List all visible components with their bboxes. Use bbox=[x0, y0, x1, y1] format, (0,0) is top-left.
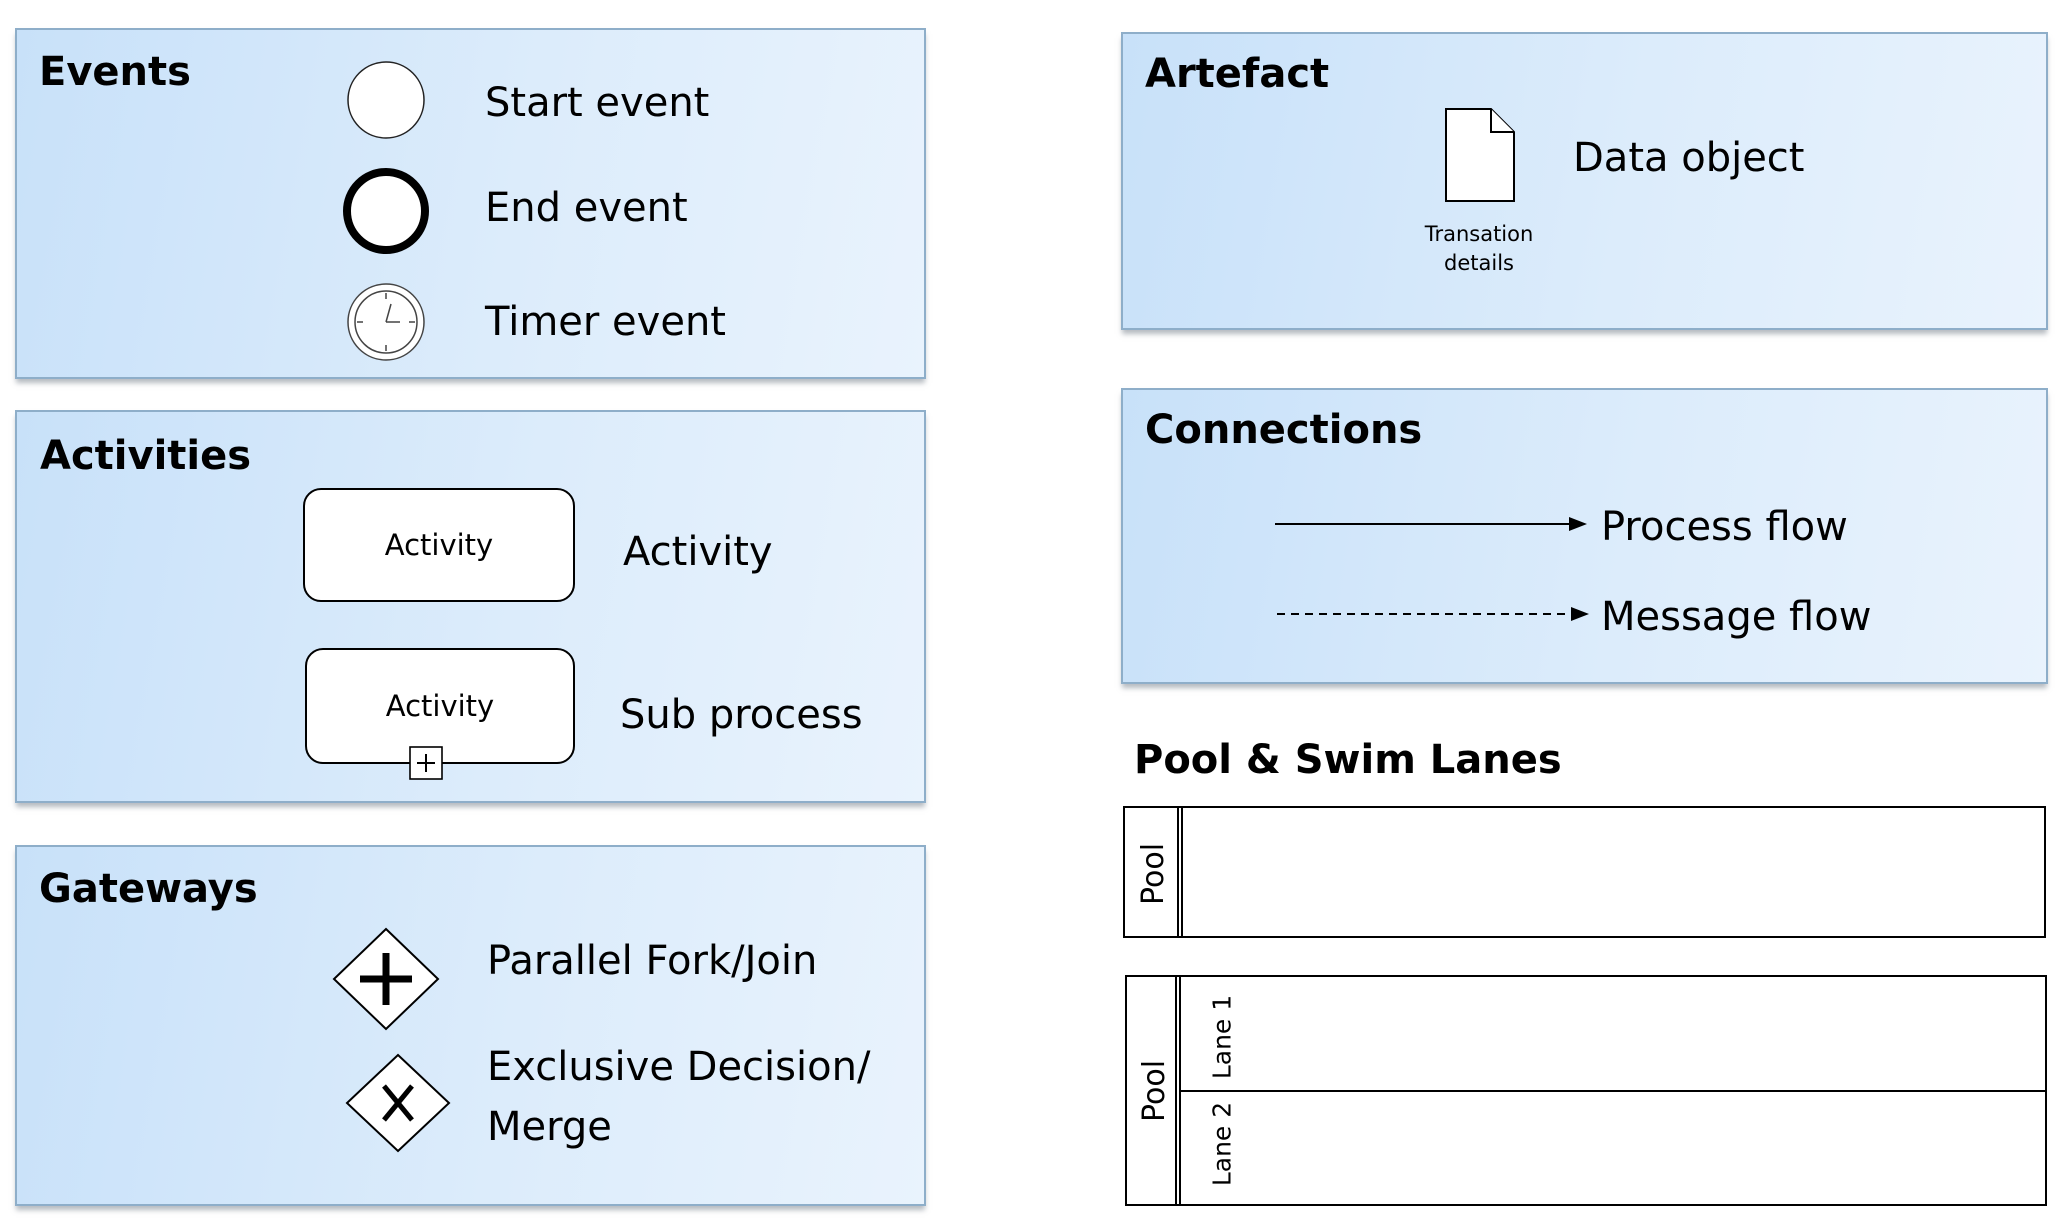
activity-shape-text: Activity bbox=[384, 528, 494, 562]
exclusive-gateway-icon bbox=[345, 1053, 451, 1153]
process-flow-label: Process flow bbox=[1601, 504, 1848, 550]
artefact-title: Artefact bbox=[1145, 51, 1330, 97]
activities-title: Activities bbox=[40, 433, 252, 479]
activity-shape: Activity bbox=[303, 488, 575, 602]
subprocess-shape: Activity bbox=[305, 648, 575, 764]
subprocess-shape-text: Activity bbox=[385, 689, 495, 723]
process-flow-arrow-icon bbox=[1275, 517, 1587, 531]
pool-single-label: Pool bbox=[1136, 842, 1171, 906]
timer-event-label: Timer event bbox=[485, 299, 726, 345]
events-panel: Events Start event End event Timer event bbox=[15, 28, 926, 379]
data-object-label: Data object bbox=[1573, 135, 1805, 181]
lane-1-label: Lane 1 bbox=[1207, 994, 1237, 1080]
start-event-circle-icon bbox=[347, 61, 425, 139]
start-event-label: Start event bbox=[485, 80, 710, 126]
connections-panel: Connections Process flow Message flow bbox=[1121, 388, 2048, 684]
pool-lanes-header-divider bbox=[1175, 977, 1181, 1204]
gateways-title: Gateways bbox=[39, 866, 258, 912]
message-flow-arrow-icon bbox=[1277, 607, 1589, 621]
end-event-thick-circle-icon bbox=[343, 168, 429, 254]
data-object-caption-line1: Transation bbox=[1424, 222, 1534, 246]
pool-with-lanes: Pool Lane 1 Lane 2 bbox=[1125, 975, 2047, 1206]
timer-event-clock-icon bbox=[347, 283, 425, 361]
pool-single-header-divider bbox=[1177, 808, 1183, 936]
message-flow-label: Message flow bbox=[1601, 594, 1872, 640]
data-object-icon bbox=[1445, 108, 1515, 202]
end-event-label: End event bbox=[485, 185, 688, 231]
events-title: Events bbox=[39, 49, 191, 95]
lane-2-label: Lane 2 bbox=[1207, 1101, 1237, 1187]
parallel-gateway-label: Parallel Fork/Join bbox=[487, 938, 818, 984]
lane-divider bbox=[1181, 1090, 2045, 1092]
subprocess-label: Sub process bbox=[620, 692, 863, 738]
exclusive-gateway-label-line2: Merge bbox=[487, 1104, 612, 1150]
activities-panel: Activities Activity Activity Activity Su… bbox=[15, 410, 926, 803]
subprocess-plus-icon bbox=[409, 746, 443, 780]
pools-title: Pool & Swim Lanes bbox=[1134, 737, 1562, 783]
pool-single: Pool bbox=[1123, 806, 2046, 938]
activity-label: Activity bbox=[623, 529, 773, 575]
parallel-gateway-icon bbox=[332, 927, 440, 1031]
exclusive-gateway-label-line1: Exclusive Decision/ bbox=[487, 1044, 871, 1090]
gateways-panel: Gateways Parallel Fork/Join Exclusive De… bbox=[15, 845, 926, 1206]
data-object-caption-line2: details bbox=[1444, 251, 1514, 275]
pool-lanes-label: Pool bbox=[1137, 1059, 1172, 1123]
connections-title: Connections bbox=[1145, 407, 1423, 453]
artefact-panel: Artefact Transation details Data object bbox=[1121, 32, 2048, 330]
